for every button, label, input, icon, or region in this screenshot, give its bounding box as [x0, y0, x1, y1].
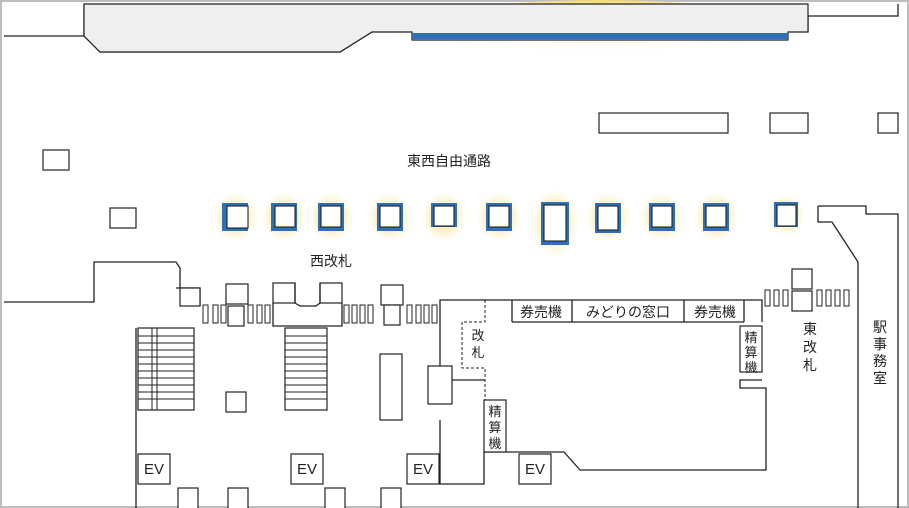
long-counter: [379, 353, 403, 421]
pillar: [431, 203, 457, 227]
pillar: [595, 203, 621, 233]
stairs-center: [284, 327, 328, 411]
passage-label: 東西自由通路: [407, 154, 491, 170]
pillar: [222, 203, 249, 231]
pillar: [486, 203, 512, 231]
small-gate-label: 改 札: [471, 329, 484, 361]
station-office-label: 駅 事 務 室: [873, 320, 887, 387]
pillar-lower-1: [225, 391, 247, 413]
svg-text:EV: EV: [413, 461, 433, 478]
elevator: EV: [290, 453, 324, 485]
stairs-left: [137, 327, 195, 411]
svg-text:札: 札: [471, 346, 484, 361]
svg-text:機: 機: [488, 437, 501, 452]
counter-dividers: [511, 300, 745, 323]
west-gate-label: 西改札: [310, 254, 352, 270]
fare-adjust-left: 精 算 機: [483, 399, 507, 453]
pillar: [541, 202, 569, 245]
svg-text:室: 室: [873, 370, 887, 387]
east-gate-label: 東 改 札: [803, 322, 817, 374]
bottom-boxes: [177, 487, 402, 508]
small-gate-dashed: [461, 300, 486, 452]
pillar: [377, 203, 403, 231]
svg-text:事: 事: [873, 337, 887, 353]
svg-text:精: 精: [488, 405, 501, 420]
pillar: [774, 202, 798, 227]
machine-box: [427, 365, 453, 405]
svg-text:EV: EV: [525, 461, 545, 478]
svg-text:算: 算: [488, 421, 501, 436]
svg-text:東: 東: [803, 322, 817, 338]
pillar-row: [211, 187, 806, 259]
room-left-2: [109, 207, 137, 229]
room-top-right-3: [877, 112, 899, 134]
ticket-machine-right-label: 券売機: [694, 305, 736, 321]
central-office-outline: [439, 299, 767, 485]
svg-text:EV: EV: [297, 461, 317, 478]
svg-text:務: 務: [873, 354, 887, 370]
svg-text:札: 札: [803, 358, 817, 374]
svg-text:精: 精: [744, 331, 757, 346]
svg-text:改: 改: [803, 340, 817, 356]
midori-window-label: みどりの窓口: [586, 304, 670, 321]
room-left-1: [42, 149, 70, 171]
elevator: EV: [406, 453, 440, 485]
svg-text:改: 改: [471, 329, 484, 344]
pillar: [271, 203, 297, 231]
elevator: EV: [518, 453, 552, 485]
svg-text:駅: 駅: [873, 320, 887, 336]
room-top-right-2: [769, 112, 809, 134]
svg-text:算: 算: [744, 346, 757, 361]
svg-text:EV: EV: [144, 461, 164, 478]
elevator: EV: [137, 453, 171, 485]
svg-text:機: 機: [744, 361, 757, 376]
east-wall: [817, 205, 899, 508]
room-top-right-1: [598, 112, 729, 134]
east-gate-row: [764, 268, 850, 312]
fare-adjust-right: 精 算 機: [739, 325, 763, 376]
pillar: [703, 203, 729, 231]
ticket-machine-left-label: 券売機: [520, 305, 562, 321]
west-gate-row: [179, 282, 438, 327]
top-blue-bar: [412, 33, 788, 39]
pillar: [649, 203, 675, 231]
pillar: [318, 203, 344, 231]
